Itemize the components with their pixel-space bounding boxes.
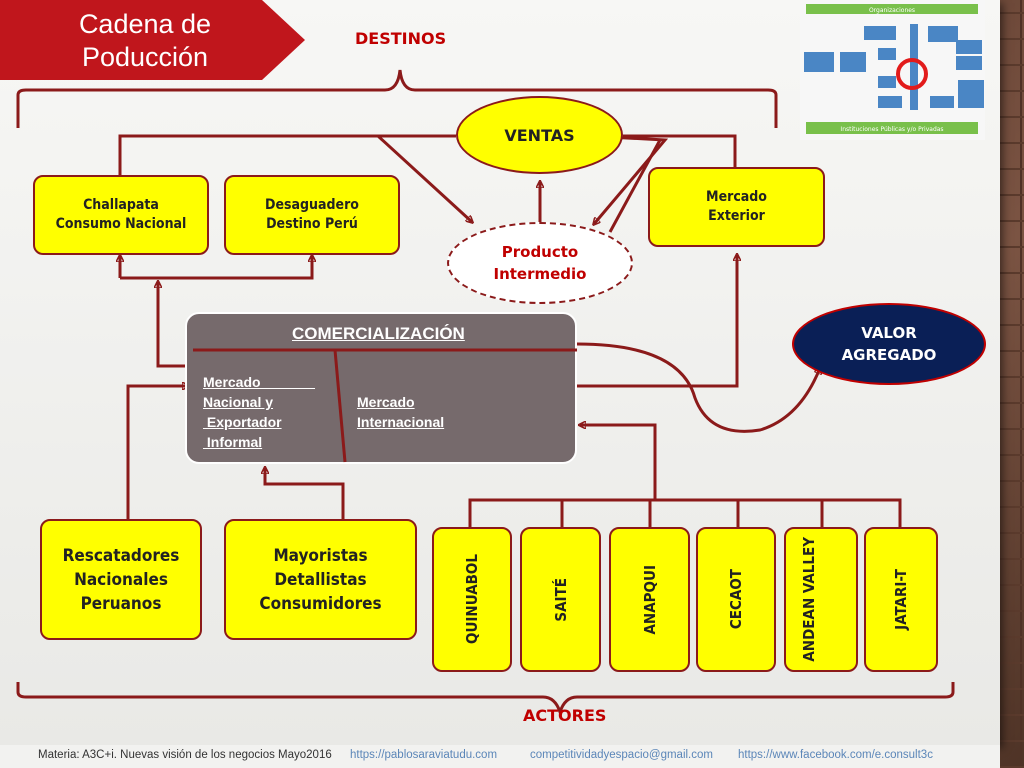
footer-materia: Materia: A3C+i. Nuevas visión de los neg… <box>38 749 332 761</box>
title-banner-shape <box>0 0 305 80</box>
title-banner: Cadena de Poducción <box>0 0 305 80</box>
actor-jatari-label: JATARI-T <box>892 569 910 630</box>
destino-mercado-exterior: Mercado Exterior <box>648 167 825 247</box>
actor-rescatadores: Rescatadores Nacionales Peruanos <box>40 519 202 640</box>
footer-link-email[interactable]: competitividadyespacio@gmail.com <box>530 749 713 761</box>
footer-link-web[interactable]: https://pablosaraviatudu.com <box>350 749 498 761</box>
actor-quinuabol: QUINUABOL <box>432 527 512 672</box>
thumbnail-bottom-label: Instituciones Públicas y/o Privadas <box>840 126 943 133</box>
comercializacion-title: COMERCIALIZACIÓN <box>292 324 465 343</box>
comercializacion-nacional: Mercado Nacional y Exportador Informal <box>203 374 282 450</box>
destino-challapata: Challapata Consumo Nacional <box>33 175 209 255</box>
valor-agregado-node: VALOR AGREGADO <box>792 303 986 385</box>
actor-anapqui-label: ANAPQUI <box>640 564 659 635</box>
actor-anapqui: ANAPQUI <box>609 527 690 672</box>
destino-desaguadero: Desaguadero Destino Perú <box>224 175 400 255</box>
actor-saite-label: SAITÉ <box>551 577 570 622</box>
comercializacion-internacional: Mercado Internacional <box>357 394 445 430</box>
actores-label: ACTORES <box>523 706 607 725</box>
ventas-node: VENTAS <box>456 96 623 174</box>
destinos-label: DESTINOS <box>355 29 447 48</box>
thumbnail-svg: Organizaciones Instituciones Públicas y/… <box>804 4 984 134</box>
connector-lines <box>16 69 955 717</box>
producto-intermedio-node: Producto Intermedio <box>447 222 633 304</box>
actor-cecaot: CECAOT <box>696 527 776 672</box>
actor-jatari: JATARI-T <box>864 527 938 672</box>
actor-quinuabol-label: QUINUABOL <box>463 554 481 645</box>
actor-andean-valley-label: ANDEAN VALLEY <box>800 537 818 662</box>
thumbnail-top-label: Organizaciones <box>869 7 915 14</box>
footer-link-facebook[interactable]: https://www.facebook.com/e.consult3c <box>738 749 933 761</box>
footer-bar: Materia: A3C+i. Nuevas visión de los neg… <box>0 745 1000 768</box>
comercializacion-dividers <box>193 348 577 463</box>
comercializacion-node: COMERCIALIZACIÓN Mercado Nacional y Expo… <box>185 312 577 464</box>
page-title: Cadena de Poducción <box>78 9 212 72</box>
thumbnail-diagram: Organizaciones Instituciones Públicas y/… <box>800 0 985 140</box>
actor-mayoristas: Mayoristas Detallistas Consumidores <box>224 519 417 640</box>
actor-cecaot-label: CECAOT <box>727 569 745 630</box>
actor-andean-valley: ANDEAN VALLEY <box>784 527 858 672</box>
actor-saite: SAITÉ <box>520 527 601 672</box>
